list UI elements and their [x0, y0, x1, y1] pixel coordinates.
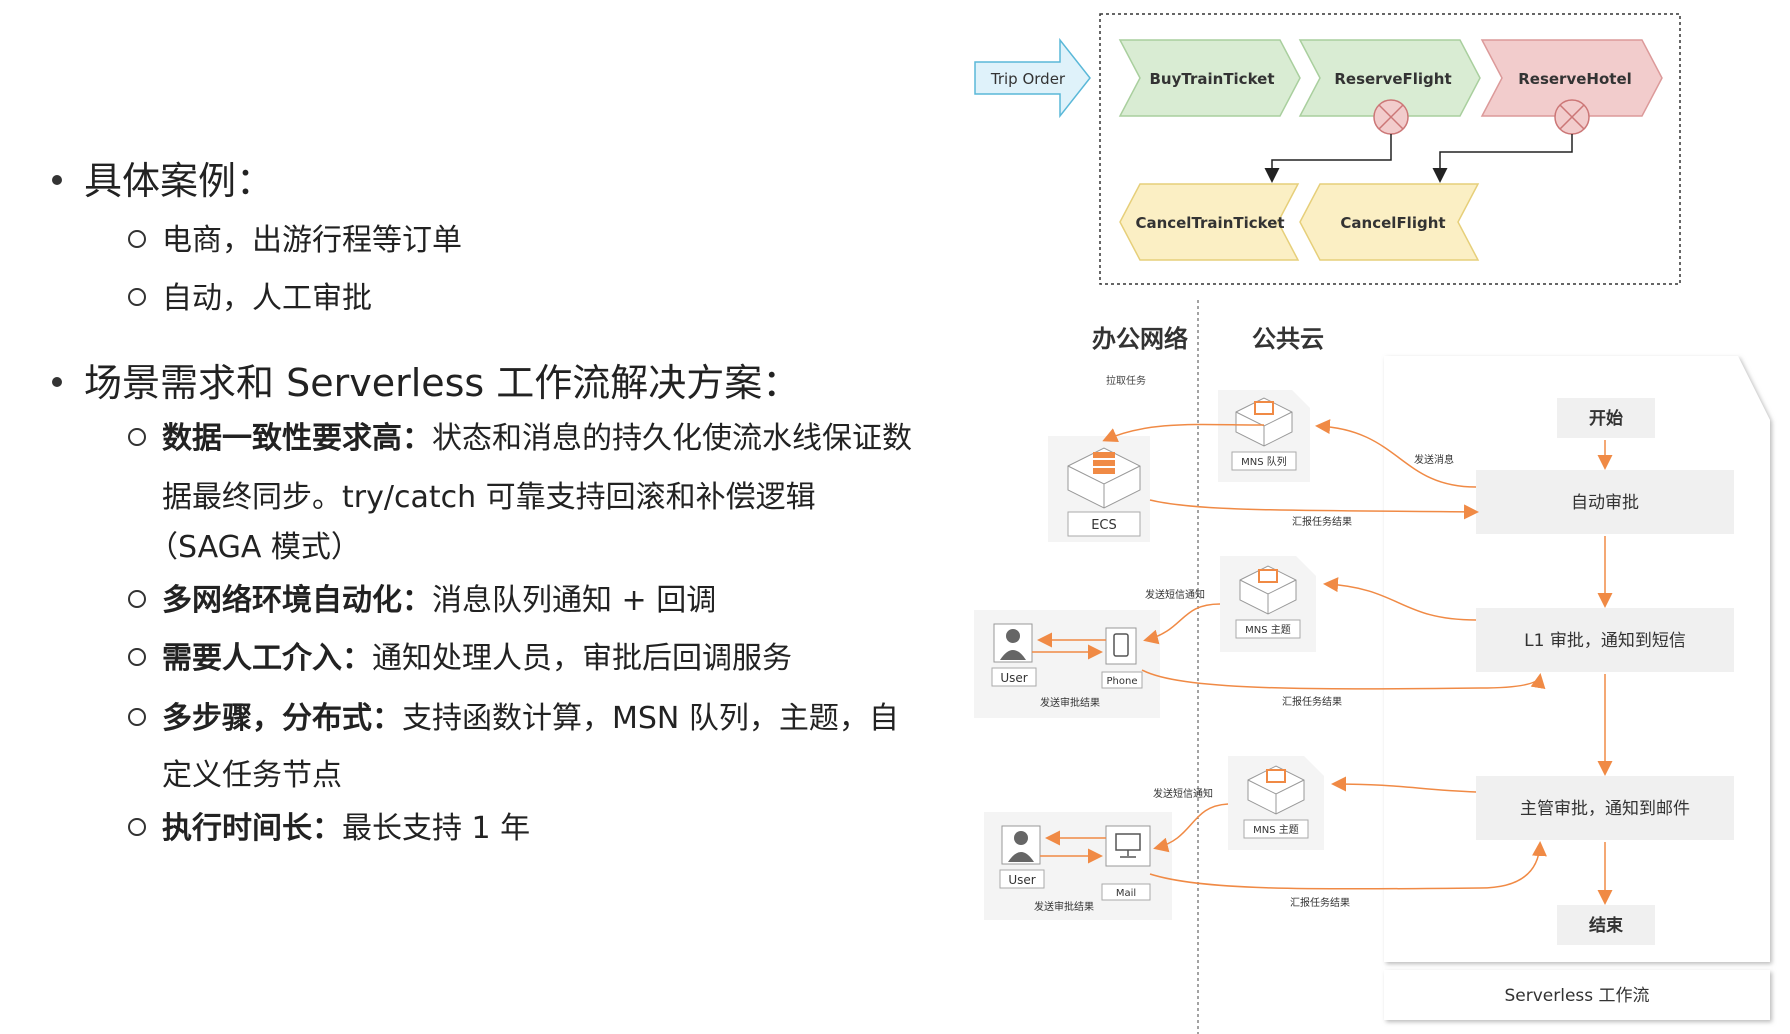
case-item-2: 自动，人工审批	[128, 270, 372, 328]
computer-icon	[1105, 825, 1151, 867]
mns-topic-1: MNS 主题	[1220, 556, 1316, 652]
user-phone-group: User Phone 发送审批结果	[974, 610, 1160, 718]
svg-text:MNS 主题: MNS 主题	[1245, 624, 1291, 636]
step-reserve-hotel: ReserveHotel	[1480, 39, 1663, 117]
svg-text:ECS: ECS	[1091, 518, 1117, 533]
circle-bullet-icon	[128, 287, 146, 306]
compensate-arrow-1	[1264, 134, 1392, 183]
step-reserve-flight: ReserveFlight	[1298, 39, 1481, 117]
req-item-3: 需要人工介入：通知处理人员，审批后回调服务	[128, 630, 792, 688]
step-cancel-train-ticket: CancelTrainTicket	[1119, 183, 1300, 261]
svg-text:Mail: Mail	[1116, 888, 1136, 899]
circle-bullet-icon	[128, 707, 146, 726]
zone-cloud-label: 公共云	[1252, 325, 1324, 353]
zone-office-label: 办公网络	[1092, 325, 1188, 353]
mns-queue: MNS 队列	[1218, 390, 1310, 482]
bullet-dot-icon	[52, 376, 62, 387]
send-message-label: 发送消息	[1414, 453, 1454, 466]
req-item-4: 多步骤，分布式：支持函数计算，MSN 队列，主题，自	[128, 690, 899, 748]
circle-bullet-icon	[128, 427, 146, 446]
svg-text:ReserveHotel: ReserveHotel	[1518, 70, 1632, 88]
svg-text:MNS 队列: MNS 队列	[1241, 455, 1287, 468]
server-icon	[1093, 452, 1115, 474]
connector-arrows	[1032, 419, 1547, 890]
step-start	[1557, 398, 1655, 438]
svg-text:Phone: Phone	[1107, 676, 1138, 687]
svg-text:CancelTrainTicket: CancelTrainTicket	[1135, 214, 1284, 232]
req-item-1: 数据一致性要求高：状态和消息的持久化使流水线保证数	[128, 410, 912, 468]
step-buy-train-ticket: BuyTrainTicket	[1118, 39, 1301, 117]
message-icon	[1254, 401, 1274, 415]
step-manager-approve-label: 主管审批，通知到邮件	[1520, 799, 1690, 819]
bullet-requirements: 场景需求和 Serverless 工作流解决方案：	[52, 352, 800, 407]
req-item-2: 多网络环境自动化：消息队列通知 + 回调	[128, 572, 716, 630]
svg-text:User: User	[1000, 671, 1027, 685]
svg-text:MNS 主题: MNS 主题	[1253, 824, 1299, 836]
user-icon	[993, 623, 1033, 663]
error-circle-icon	[1554, 99, 1590, 135]
phone-icon	[1105, 627, 1137, 665]
svg-text:BuyTrainTicket: BuyTrainTicket	[1150, 70, 1275, 88]
step-auto-approve-label: 自动审批	[1571, 493, 1639, 513]
ecs-server: ECS	[1048, 436, 1150, 542]
svg-text:发送审批结果: 发送审批结果	[1040, 696, 1100, 709]
req-item-4-cont: 定义任务节点	[162, 758, 342, 793]
report-label-2: 汇报任务结果	[1282, 695, 1342, 708]
circle-bullet-icon	[128, 589, 146, 608]
svg-text:Serverless 工作流: Serverless 工作流	[1504, 986, 1649, 1006]
step-end	[1557, 905, 1655, 945]
req-item-1-cont-2: （SAGA 模式）	[148, 530, 361, 565]
svg-text:ReserveFlight: ReserveFlight	[1334, 70, 1451, 88]
user-mail-group: User Mail 发送审批结果	[984, 812, 1172, 920]
bullet-dot-icon	[52, 174, 62, 185]
svg-text:User: User	[1008, 873, 1035, 887]
trip-order-arrow: Trip Order	[974, 37, 1091, 119]
req-item-5: 执行时间长：最长支持 1 年	[128, 800, 530, 858]
circle-bullet-icon	[128, 229, 146, 248]
send-sms-label-1: 发送短信通知	[1145, 588, 1205, 601]
message-icon	[1258, 569, 1278, 583]
bullet-case: 具体案例：	[52, 150, 274, 205]
step-l1-approve-label: L1 审批，通知到短信	[1524, 631, 1686, 651]
step-cancel-flight: CancelFlight	[1299, 183, 1480, 261]
user-icon	[1001, 825, 1041, 865]
workflow-label-box: Serverless 工作流	[1384, 970, 1770, 1020]
message-icon	[1266, 769, 1286, 783]
step-manager-approve	[1476, 776, 1734, 840]
case-item-1: 电商，出游行程等订单	[128, 212, 462, 270]
svg-text:CancelFlight: CancelFlight	[1340, 214, 1445, 232]
saga-frame	[1099, 13, 1681, 285]
pull-task-label: 拉取任务	[1106, 374, 1146, 387]
step-start-label: 开始	[1589, 408, 1623, 429]
step-end-label: 结束	[1589, 915, 1623, 936]
error-circle-icon	[1373, 99, 1409, 135]
trip-order-label: Trip Order	[990, 70, 1066, 88]
svg-text:发送审批结果: 发送审批结果	[1034, 900, 1094, 913]
mns-topic-2: MNS 主题	[1228, 756, 1324, 850]
report-label-1: 汇报任务结果	[1292, 515, 1352, 528]
report-label-3: 汇报任务结果	[1290, 896, 1350, 909]
step-l1-approve	[1476, 608, 1734, 672]
circle-bullet-icon	[128, 647, 146, 666]
step-auto-approve	[1476, 470, 1734, 534]
req-item-1-cont-1: 据最终同步。try/catch 可靠支持回滚和补偿逻辑	[162, 480, 816, 515]
compensate-arrow-2	[1432, 134, 1573, 183]
circle-bullet-icon	[128, 817, 146, 836]
send-sms-label-2: 发送短信通知	[1153, 787, 1213, 800]
